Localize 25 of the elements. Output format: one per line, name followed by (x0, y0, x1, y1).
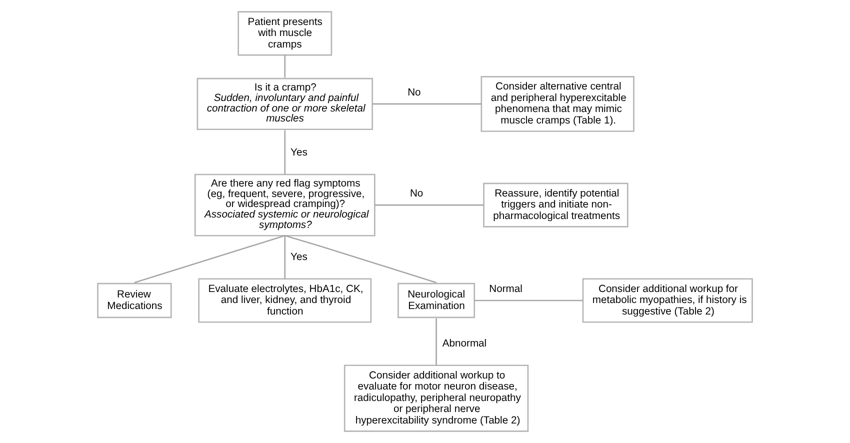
connector (474, 300, 583, 302)
node-box: Consider additional workup to evaluate for motor neuron disease, radiculopathy, peripheral neuropathy or peripheral nerve hyperexcitability syndrome (Table 2) (344, 364, 529, 432)
edge-label: Normal (489, 284, 522, 295)
edge-label: No (408, 87, 421, 98)
node-box: Neurological Examination (398, 282, 476, 318)
edge-label: Yes (290, 252, 308, 263)
connector (134, 234, 286, 284)
edge-label: No (410, 188, 424, 200)
edge-label: Abnormal (442, 338, 487, 350)
connector (284, 130, 286, 174)
node-box: Review Medications (97, 282, 172, 318)
node-box: Is it a cramp? Sudden, involuntary and painful contraction of one or more skeletal muscles (196, 78, 373, 130)
node-box: Reassure, identify potential triggers and initiate non-pharmacological treatments (483, 182, 628, 228)
connector (284, 55, 286, 78)
connector (284, 234, 436, 284)
connector (284, 236, 286, 279)
connector (436, 318, 437, 366)
node-box: Consider alternative central and peripheral hyperexcitable phenomena that may mimic muscle cramps (Table 1). (480, 76, 634, 132)
edge-label: Yes (290, 147, 308, 158)
node-box: Are there any red flag symptoms (eg, frequent, severe, progressive, or widespread cramping)? Associated systemic or neurological symptoms? (194, 174, 376, 236)
connector (374, 204, 484, 206)
node-box: Evaluate electrolytes, HbA1c, CK, and liver, kidney, and thyroid function (198, 278, 372, 323)
connector (372, 103, 482, 105)
node-box: Patient presents with muscle cramps (238, 11, 332, 56)
node-box: Consider additional workup for metabolic myopathies, if history is suggestive (Table 2) (582, 278, 753, 323)
